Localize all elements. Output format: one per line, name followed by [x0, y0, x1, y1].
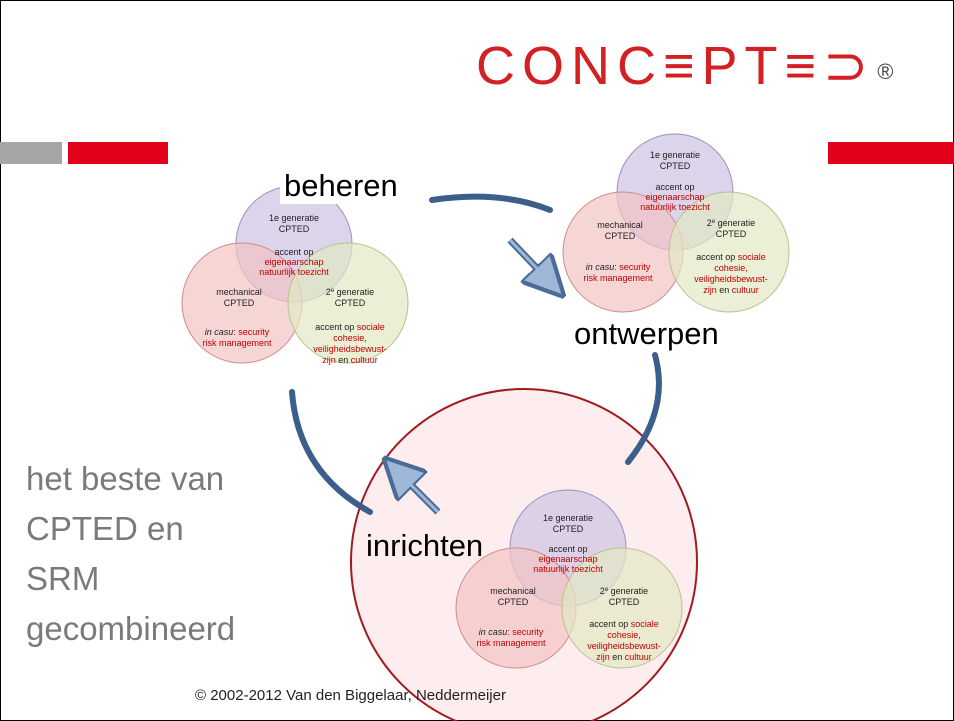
svg-text:veiligheidsbewust-: veiligheidsbewust-	[694, 274, 768, 284]
venn-top-line1: 1e generatie	[269, 213, 319, 223]
copyright-footer: © 2002-2012 Van den Biggelaar, Neddermei…	[195, 687, 506, 704]
svg-text:2e generatie: 2e generatie	[707, 218, 755, 228]
svg-text:eigenaarschap: eigenaarschap	[538, 554, 597, 564]
svg-text:veiligheidsbewust-: veiligheidsbewust-	[313, 344, 387, 354]
svg-text:natuurlijk toezicht: natuurlijk toezicht	[533, 564, 603, 574]
svg-text:eigenaarschap: eigenaarschap	[645, 192, 704, 202]
svg-text:mechanical: mechanical	[490, 586, 536, 596]
svg-text:in casu: security: in casu: security	[586, 262, 651, 272]
tagline-line-4: gecombineerd	[26, 610, 236, 647]
tagline: het beste van CPTED en SRM gecombineerd	[26, 454, 235, 654]
venn-accent-line2: eigenaarschap	[264, 257, 323, 267]
venn-left-line1: mechanical	[216, 287, 262, 297]
arc-inrichten-beheren	[289, 389, 373, 515]
svg-text:2e generatie: 2e generatie	[326, 287, 374, 297]
arc-ontwerpen-inrichten	[625, 352, 662, 465]
svg-text:2e generatie: 2e generatie	[600, 586, 648, 596]
svg-text:CPTED: CPTED	[716, 229, 747, 239]
svg-text:in casu: security: in casu: security	[479, 627, 544, 637]
venn-left-line2: CPTED	[224, 298, 255, 308]
venn-casu-italic: in casu	[205, 327, 234, 337]
svg-text:veiligheidsbewust-: veiligheidsbewust-	[587, 641, 661, 651]
venn-casu-line2: risk management	[202, 338, 272, 348]
svg-text:1e generatie: 1e generatie	[543, 513, 593, 523]
svg-text:accent op: accent op	[548, 544, 587, 554]
arrow-down-right-inner	[508, 238, 552, 284]
svg-text:cohesie,: cohesie,	[333, 333, 367, 343]
svg-text:in casu: security: in casu: security	[205, 327, 270, 337]
svg-text:accent op sociale: accent op sociale	[696, 252, 766, 262]
tagline-line-3: SRM	[26, 560, 100, 597]
svg-text:CPTED: CPTED	[553, 524, 584, 534]
svg-text:accent op: accent op	[655, 182, 694, 192]
svg-text:risk management: risk management	[476, 638, 546, 648]
venn-top-line2: CPTED	[279, 224, 310, 234]
venn-diagram-ontwerpen	[562, 133, 790, 313]
svg-text:CPTED: CPTED	[605, 231, 636, 241]
svg-text:CPTED: CPTED	[498, 597, 529, 607]
svg-text:zijn en cultuur: zijn en cultuur	[322, 355, 378, 365]
svg-text:natuurlijk toezicht: natuurlijk toezicht	[640, 202, 710, 212]
svg-text:1e generatie: 1e generatie	[650, 150, 700, 160]
venn-accent-line3: natuurlijk toezicht	[259, 267, 329, 277]
svg-text:accent op sociale: accent op sociale	[315, 322, 385, 332]
venn-casu-rest: : security	[233, 327, 270, 337]
svg-text:cohesie,: cohesie,	[607, 630, 641, 640]
label-beheren: beheren	[280, 168, 402, 204]
label-inrichten: inrichten	[366, 528, 484, 563]
arrow-up-left-inner	[396, 470, 440, 514]
venn-accent-line1: accent op	[274, 247, 313, 257]
svg-text:accent op sociale: accent op sociale	[589, 619, 659, 629]
tagline-line-2: CPTED en	[26, 510, 184, 547]
svg-text:mechanical: mechanical	[597, 220, 643, 230]
venn-diagram-inrichten	[455, 489, 683, 669]
venn-right-line2: CPTED	[335, 298, 366, 308]
gray-accent-bar	[0, 142, 62, 164]
red-accent-bar-right	[828, 142, 954, 164]
arc-beheren-ontwerpen	[429, 193, 553, 213]
svg-text:zijn en cultuur: zijn en cultuur	[596, 652, 652, 662]
svg-text:zijn en cultuur: zijn en cultuur	[703, 285, 759, 295]
svg-text:CPTED: CPTED	[660, 161, 691, 171]
svg-text:risk management: risk management	[583, 273, 653, 283]
svg-text:cohesie,: cohesie,	[714, 263, 748, 273]
venn-diagram-beheren	[181, 185, 409, 364]
red-accent-bar-left	[68, 142, 168, 164]
label-ontwerpen: ontwerpen	[570, 316, 723, 352]
tagline-line-1: het beste van	[26, 460, 225, 497]
concepted-logo: CONC≡PT≡⊃®	[476, 36, 894, 96]
svg-text:CPTED: CPTED	[609, 597, 640, 607]
